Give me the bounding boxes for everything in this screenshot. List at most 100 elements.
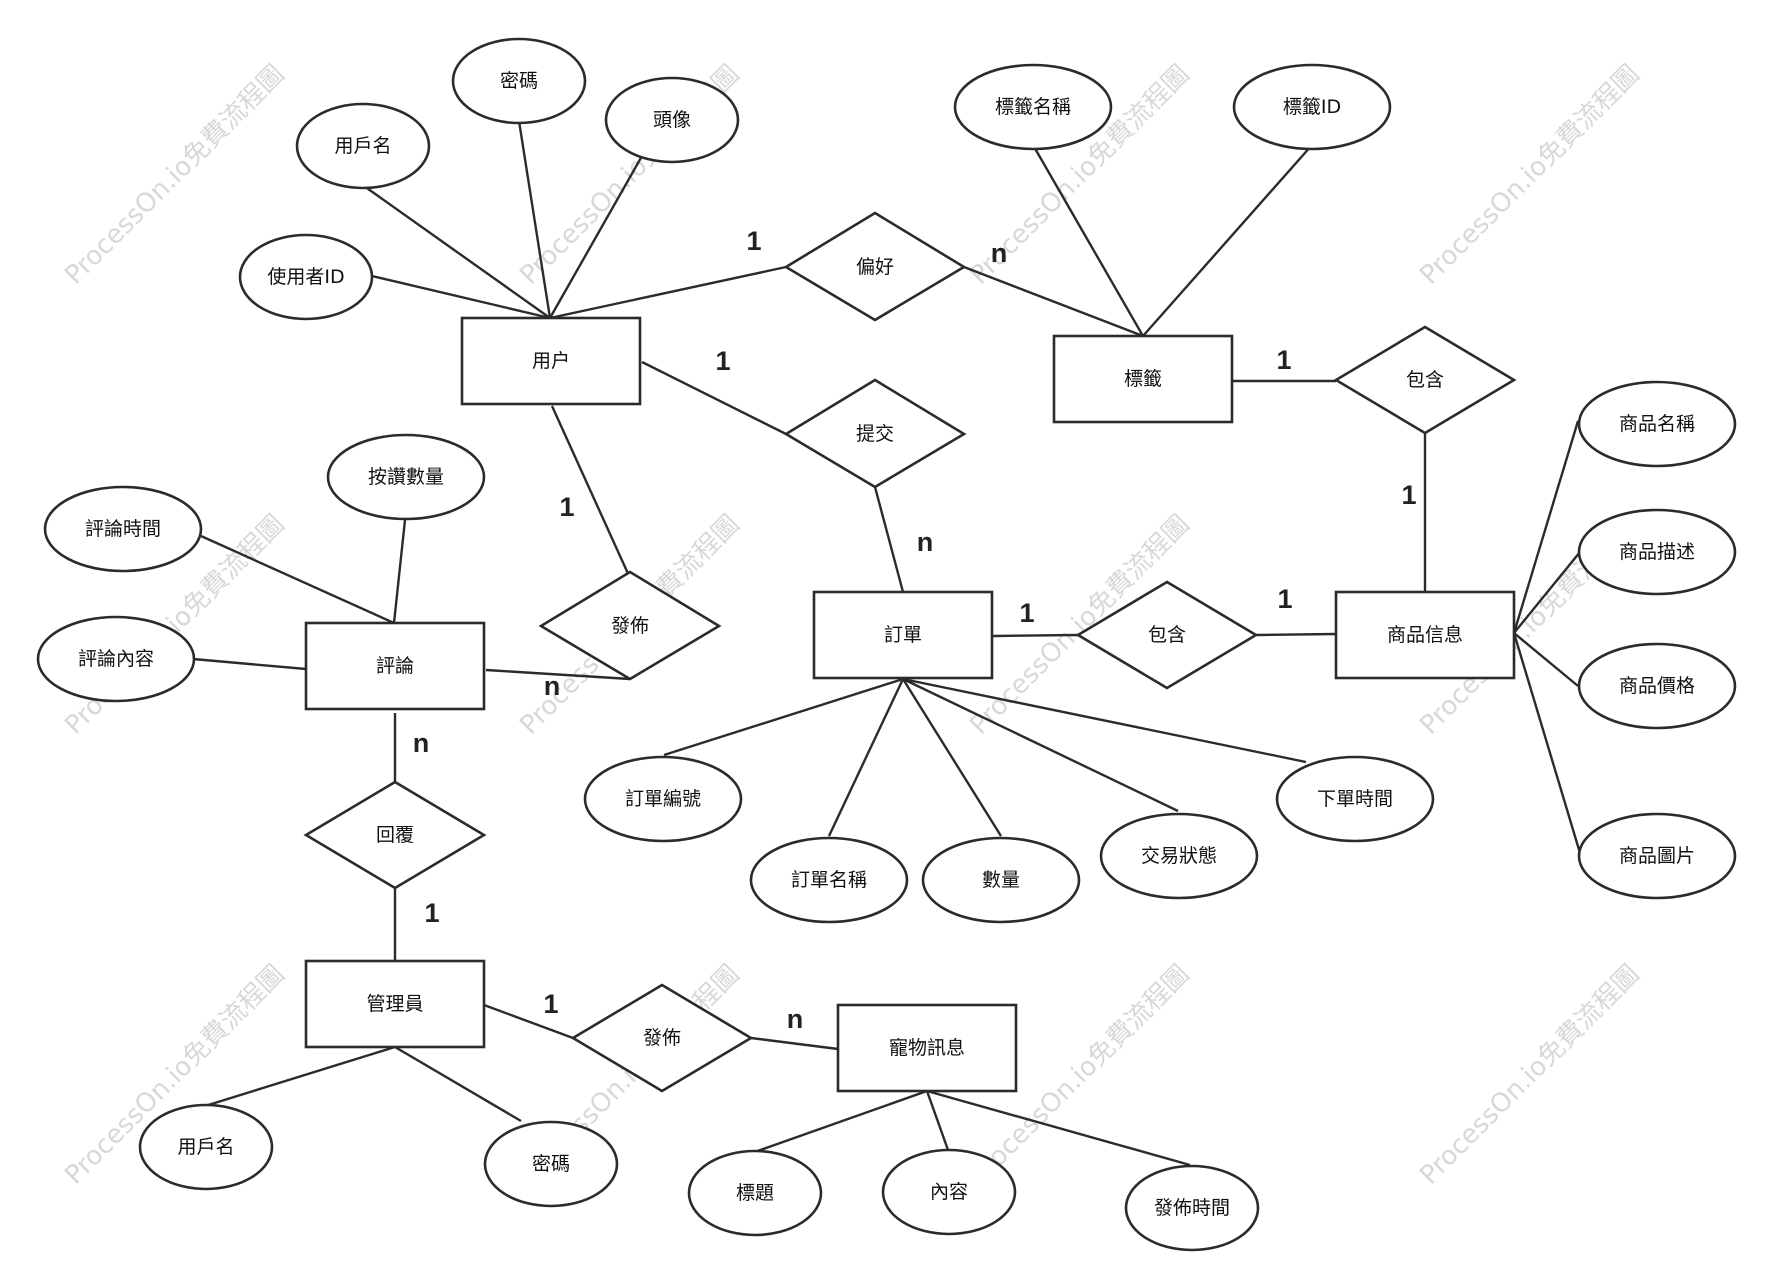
cardinality-layer: 1 n 1 n 1 n 1 1 1 1 n 1 1 n — [413, 226, 1417, 1034]
attribute-label: 交易狀態 — [1141, 845, 1217, 867]
connector-line — [1513, 551, 1581, 634]
attribute-review-content[interactable]: 評論內容 — [36, 615, 196, 703]
connector-line — [901, 678, 1003, 837]
entity-admin[interactable]: 管理員 — [304, 959, 486, 1049]
attribute-review-likes[interactable]: 按讚數量 — [326, 433, 486, 521]
attribute-pet-title[interactable]: 標題 — [687, 1149, 823, 1237]
cardinality-label: 1 — [715, 346, 730, 376]
connector-line — [902, 677, 1307, 764]
connector-line — [363, 185, 551, 319]
connector-line — [827, 678, 905, 837]
relationship-reply[interactable]: 回覆 — [303, 780, 487, 890]
attribute-order-status[interactable]: 交易狀態 — [1099, 812, 1259, 900]
connector-line — [1513, 632, 1579, 687]
connector-line — [550, 405, 632, 579]
attribute-review-time[interactable]: 評論時間 — [43, 485, 203, 573]
attribute-order-name[interactable]: 訂單名稱 — [749, 836, 909, 924]
attribute-label: 下單時間 — [1317, 788, 1393, 810]
attribute-label: 密碼 — [500, 70, 538, 92]
relationship-label: 發佈 — [643, 1027, 681, 1049]
entity-layer: 用户 標籤 評論 訂單 商品信息 管理員 寵物訊息 — [304, 316, 1516, 1093]
attribute-pet-publish-time[interactable]: 發佈時間 — [1124, 1164, 1260, 1252]
relationship-order-contains[interactable]: 包含 — [1075, 580, 1259, 690]
attribute-user-password[interactable]: 密碼 — [451, 37, 587, 125]
attribute-order-number[interactable]: 訂單編號 — [583, 755, 743, 843]
entity-pet-info[interactable]: 寵物訊息 — [836, 1003, 1018, 1093]
connector-line — [192, 657, 307, 671]
entity-label: 商品信息 — [1387, 624, 1463, 646]
cardinality-label: 1 — [1277, 584, 1292, 614]
attribute-label: 數量 — [982, 869, 1020, 891]
attribute-label: 使用者ID — [267, 266, 344, 288]
relationship-preference[interactable]: 偏好 — [783, 211, 967, 322]
attribute-tag-name[interactable]: 標籤名稱 — [953, 63, 1113, 151]
attribute-label: 評論內容 — [78, 648, 154, 670]
relationship-label: 包含 — [1406, 369, 1444, 391]
relationship-tag-contains[interactable]: 包含 — [1333, 325, 1517, 435]
connector-line — [485, 668, 631, 681]
relationship-layer: 偏好 提交 發佈 包含 包含 回覆 發佈 — [303, 211, 1517, 1093]
entity-order[interactable]: 訂單 — [812, 590, 994, 680]
relationship-submit[interactable]: 提交 — [783, 378, 967, 489]
attribute-admin-username[interactable]: 用戶名 — [138, 1103, 274, 1191]
attribute-label: 密碼 — [532, 1153, 570, 1175]
cardinality-label: 1 — [424, 898, 439, 928]
attribute-label: 標題 — [736, 1182, 774, 1204]
attribute-user-id[interactable]: 使用者ID — [238, 233, 374, 321]
connector-line — [1512, 420, 1580, 634]
attribute-layer: 密碼 頭像 用戶名 使用者ID 標籤名稱 標籤ID 商品名稱 — [36, 37, 1737, 1252]
relationship-label: 包含 — [1148, 624, 1186, 646]
attribute-order-quantity[interactable]: 數量 — [921, 836, 1081, 924]
connector-line — [641, 360, 787, 436]
connector-line — [750, 1036, 839, 1051]
connector-line — [204, 1045, 396, 1108]
entity-review[interactable]: 評論 — [304, 621, 486, 711]
connector-line — [963, 265, 1144, 338]
cardinality-label: 1 — [1019, 598, 1034, 628]
connector-line — [926, 1089, 1191, 1167]
entity-label: 用户 — [532, 350, 570, 372]
cardinality-label: n — [991, 238, 1008, 268]
attribute-label: 商品名稱 — [1619, 413, 1695, 435]
attribute-pet-content[interactable]: 內容 — [881, 1148, 1017, 1236]
watermark-text: ProcessOn.io免費流程圖 — [1414, 959, 1645, 1190]
relationship-label: 回覆 — [376, 824, 414, 846]
attribute-label: 內容 — [930, 1181, 968, 1203]
connector-layer — [192, 120, 1582, 1167]
attribute-label: 商品描述 — [1619, 541, 1695, 563]
attribute-product-price[interactable]: 商品價格 — [1577, 642, 1737, 730]
cardinality-label: 1 — [543, 989, 558, 1019]
connector-line — [517, 120, 552, 319]
attribute-label: 發佈時間 — [1154, 1197, 1230, 1219]
attribute-product-description[interactable]: 商品描述 — [1577, 508, 1737, 596]
entity-tag[interactable]: 標籤 — [1052, 334, 1234, 424]
connector-line — [483, 1003, 574, 1040]
relationship-publish-review[interactable]: 發佈 — [538, 570, 722, 681]
connector-line — [902, 677, 1179, 813]
attribute-user-avatar[interactable]: 頭像 — [604, 76, 740, 164]
relationship-label: 偏好 — [856, 256, 894, 278]
entity-product-info[interactable]: 商品信息 — [1334, 590, 1516, 680]
entity-user[interactable]: 用户 — [460, 316, 642, 406]
connector-line — [371, 274, 551, 320]
connector-line — [1142, 144, 1313, 337]
connector-line — [663, 677, 904, 757]
attribute-user-username[interactable]: 用戶名 — [295, 102, 431, 190]
cardinality-label: 1 — [559, 492, 574, 522]
attribute-order-time[interactable]: 下單時間 — [1275, 755, 1435, 843]
connector-line — [925, 1090, 950, 1151]
attribute-product-image[interactable]: 商品圖片 — [1577, 812, 1737, 900]
attribute-label: 標籤名稱 — [995, 96, 1071, 118]
attribute-product-name[interactable]: 商品名稱 — [1577, 380, 1737, 468]
watermark-text: ProcessOn.io免費流程圖 — [1414, 59, 1645, 290]
attribute-label: 商品價格 — [1619, 675, 1695, 697]
entity-label: 標籤 — [1124, 368, 1162, 390]
attribute-tag-id[interactable]: 標籤ID — [1232, 63, 1392, 151]
connector-line — [549, 265, 787, 320]
attribute-label: 標籤ID — [1283, 96, 1341, 118]
relationship-publish-pet[interactable]: 發佈 — [570, 983, 754, 1093]
attribute-admin-password[interactable]: 密碼 — [483, 1120, 619, 1208]
connector-line — [200, 534, 395, 625]
connector-line — [394, 1045, 522, 1123]
connector-line — [1255, 632, 1337, 637]
